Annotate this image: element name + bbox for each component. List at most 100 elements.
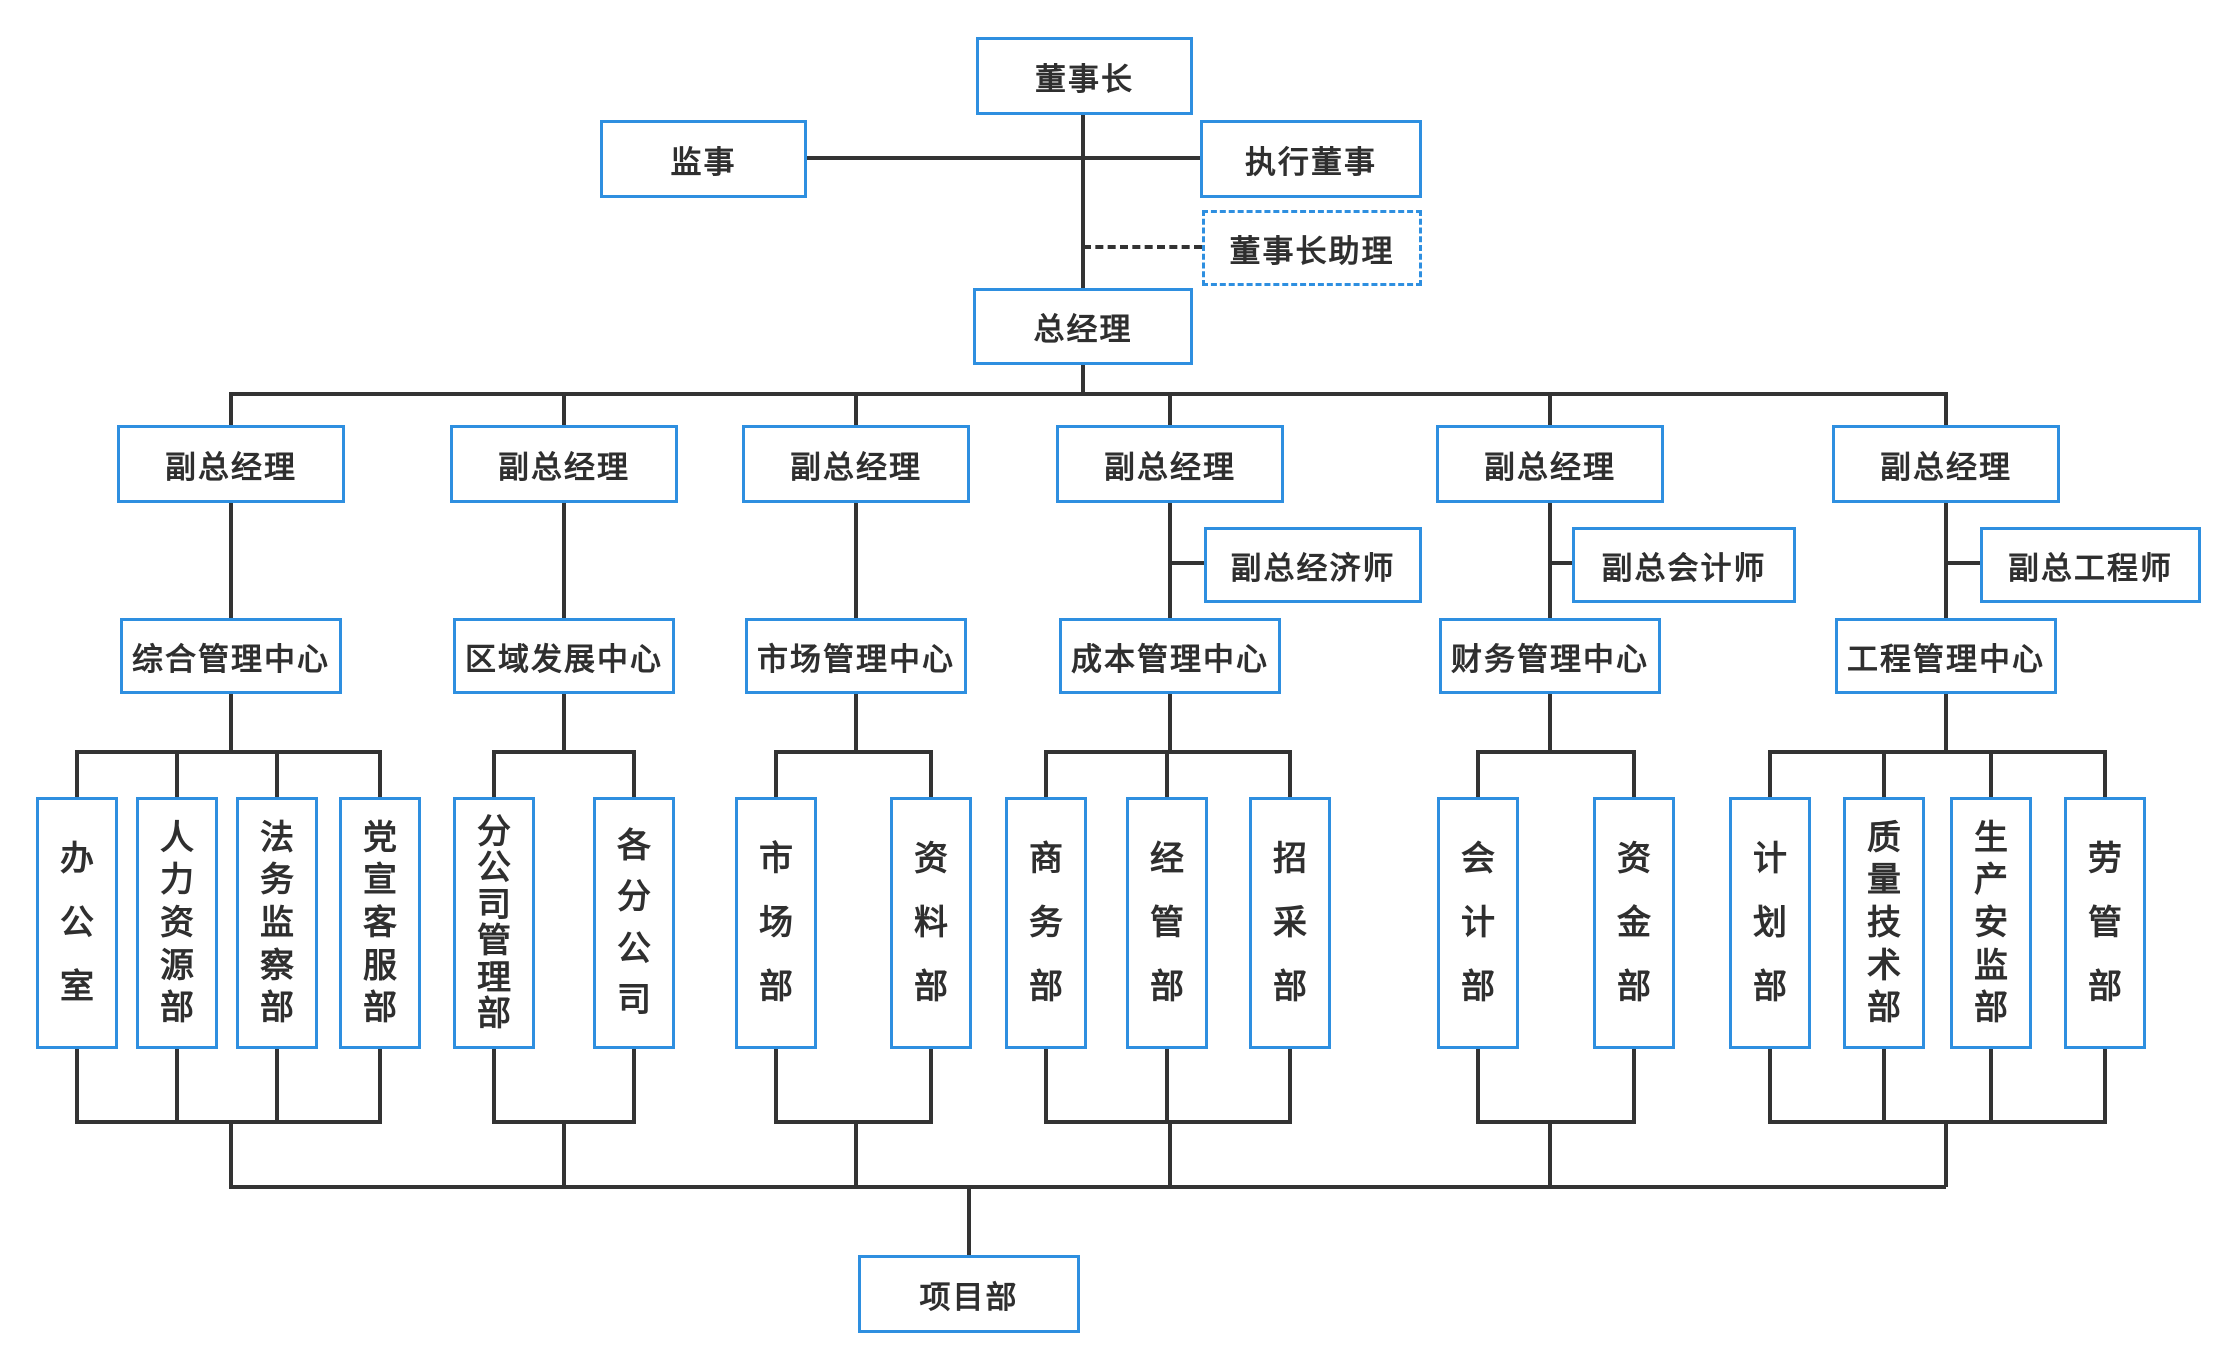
node-dept-funds: 资金部 bbox=[1593, 797, 1675, 1049]
node-deputy-gm-1: 副总经理 bbox=[117, 425, 345, 503]
node-project-department: 项目部 bbox=[858, 1255, 1080, 1333]
connector-line bbox=[1168, 503, 1172, 618]
connector-line bbox=[492, 1047, 496, 1122]
dept-label: 各分公司 bbox=[617, 827, 651, 1019]
node-dept-production-safety: 生产安监部 bbox=[1950, 797, 2032, 1049]
connector-line bbox=[1882, 1047, 1886, 1122]
dept-label: 经管部 bbox=[1150, 840, 1184, 1006]
node-dept-accounting: 会计部 bbox=[1437, 797, 1519, 1049]
connector-line bbox=[854, 503, 858, 618]
node-deputy-gm-6: 副总经理 bbox=[1832, 425, 2060, 503]
connector-line bbox=[562, 503, 566, 618]
connector-line bbox=[632, 750, 636, 797]
connector-line bbox=[774, 1120, 933, 1124]
connector-line bbox=[632, 1047, 636, 1122]
connector-line bbox=[929, 750, 933, 797]
connector-line bbox=[275, 1047, 279, 1122]
node-center-regional-development: 区域发展中心 bbox=[453, 618, 675, 694]
node-center-comprehensive-management: 综合管理中心 bbox=[120, 618, 342, 694]
node-general-manager: 总经理 bbox=[973, 288, 1193, 365]
connector-line bbox=[75, 750, 79, 797]
connector-line bbox=[378, 1047, 382, 1122]
connector-line bbox=[1170, 561, 1204, 565]
dept-label: 劳管部 bbox=[2088, 840, 2122, 1006]
connector-line bbox=[774, 750, 933, 754]
connector-line bbox=[1165, 1047, 1169, 1122]
connector-line bbox=[929, 1047, 933, 1122]
connector-line bbox=[1548, 503, 1552, 618]
dept-label: 会计部 bbox=[1461, 840, 1495, 1006]
connector-line bbox=[1768, 750, 2107, 754]
node-dept-planning: 计划部 bbox=[1729, 797, 1811, 1049]
node-chairman-assistant: 董事长助理 bbox=[1202, 210, 1422, 286]
dept-label: 计划部 bbox=[1753, 840, 1787, 1006]
dept-label: 质量技术部 bbox=[1867, 818, 1901, 1028]
connector-line bbox=[175, 1047, 179, 1122]
node-dept-branch-company-management: 分公司管理部 bbox=[453, 797, 535, 1049]
node-dept-operation-management: 经管部 bbox=[1126, 797, 1208, 1049]
connector-line bbox=[1168, 694, 1172, 752]
dept-label: 人力资源部 bbox=[160, 818, 194, 1028]
connector-line bbox=[229, 694, 233, 752]
connector-line bbox=[1081, 365, 1085, 394]
connector-line bbox=[492, 750, 496, 797]
node-center-engineering-management: 工程管理中心 bbox=[1835, 618, 2057, 694]
dept-label: 生产安监部 bbox=[1974, 818, 2008, 1028]
connector-line-dashed bbox=[1083, 245, 1202, 249]
connector-line bbox=[275, 750, 279, 797]
connector-line bbox=[1476, 750, 1480, 797]
connector-line bbox=[75, 1047, 79, 1122]
connector-line bbox=[1548, 392, 1552, 425]
connector-line bbox=[378, 750, 382, 797]
node-deputy-gm-2: 副总经理 bbox=[450, 425, 678, 503]
dept-label: 市场部 bbox=[759, 840, 793, 1006]
node-dept-branch-companies: 各分公司 bbox=[593, 797, 675, 1049]
connector-line bbox=[229, 1185, 1946, 1189]
connector-line bbox=[1165, 750, 1169, 797]
connector-line bbox=[1476, 750, 1636, 754]
dept-label: 法务监察部 bbox=[260, 818, 294, 1028]
connector-line bbox=[854, 1120, 858, 1187]
connector-line bbox=[1944, 503, 1948, 618]
node-supervisor: 监事 bbox=[600, 120, 807, 198]
connector-line bbox=[492, 750, 636, 754]
node-dept-quality-technology: 质量技术部 bbox=[1843, 797, 1925, 1049]
dept-label: 商务部 bbox=[1029, 840, 1063, 1006]
dept-label: 分公司管理部 bbox=[477, 812, 511, 1034]
node-dept-human-resources: 人力资源部 bbox=[136, 797, 218, 1049]
connector-line bbox=[854, 694, 858, 752]
connector-line bbox=[1168, 1120, 1172, 1187]
connector-line bbox=[1288, 1047, 1292, 1122]
connector-line bbox=[1548, 1120, 1552, 1187]
connector-line bbox=[2103, 1047, 2107, 1122]
connector-line bbox=[2103, 750, 2107, 797]
connector-line bbox=[229, 1120, 233, 1187]
connector-line bbox=[562, 1120, 566, 1187]
connector-line bbox=[854, 392, 858, 425]
node-deputy-chief-accountant: 副总会计师 bbox=[1572, 527, 1796, 603]
node-dept-party-customer-service: 党宣客服部 bbox=[339, 797, 421, 1049]
connector-line bbox=[1989, 1047, 1993, 1122]
connector-line bbox=[1768, 1120, 2107, 1124]
connector-line bbox=[1946, 561, 1980, 565]
node-dept-commerce: 商务部 bbox=[1005, 797, 1087, 1049]
connector-line bbox=[562, 392, 566, 425]
connector-line bbox=[1476, 1047, 1480, 1122]
node-dept-legal-supervision: 法务监察部 bbox=[236, 797, 318, 1049]
node-deputy-gm-5: 副总经理 bbox=[1436, 425, 1664, 503]
connector-line bbox=[774, 750, 778, 797]
node-deputy-gm-4: 副总经理 bbox=[1056, 425, 1284, 503]
connector-line bbox=[1550, 561, 1572, 565]
dept-label: 办公室 bbox=[60, 840, 94, 1006]
connector-line bbox=[1944, 392, 1948, 425]
connector-line bbox=[229, 503, 233, 618]
node-deputy-chief-engineer: 副总工程师 bbox=[1980, 527, 2201, 603]
connector-line bbox=[1882, 750, 1886, 797]
connector-line bbox=[1989, 750, 1993, 797]
connector-line bbox=[774, 1047, 778, 1122]
connector-line bbox=[75, 1120, 382, 1124]
node-executive-director: 执行董事 bbox=[1200, 120, 1422, 198]
connector-line bbox=[1548, 694, 1552, 752]
node-dept-office: 办公室 bbox=[36, 797, 118, 1049]
